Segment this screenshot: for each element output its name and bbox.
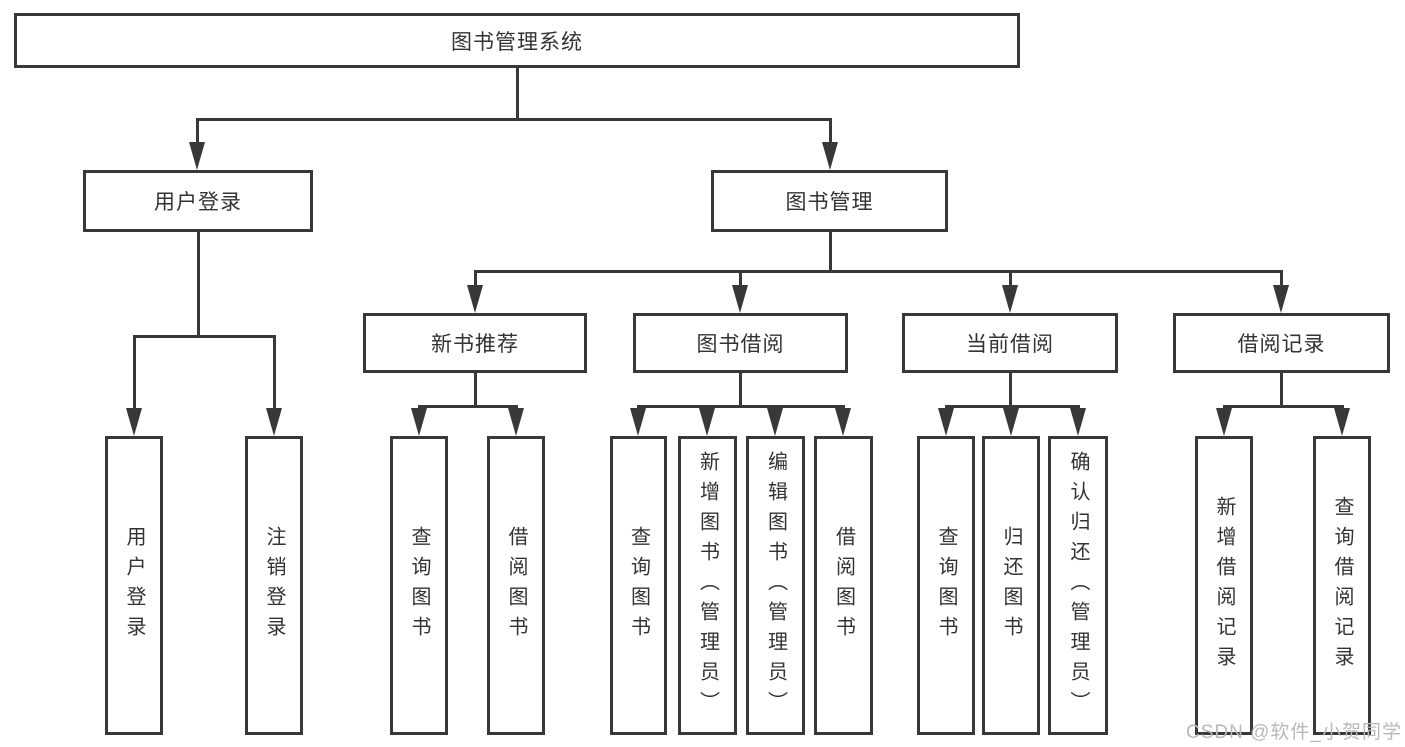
node-label: 图书管理 bbox=[785, 191, 874, 214]
arrow-down-icon bbox=[266, 408, 282, 436]
node-library-management-system: 图书管理系统 bbox=[14, 13, 1020, 68]
connector-line bbox=[195, 118, 832, 121]
leaf-borrow-books: 借阅图书 bbox=[814, 436, 873, 735]
leaf-query-books-current: 查询图书 bbox=[917, 436, 975, 735]
leaf-query-books-borrowing: 查询图书 bbox=[610, 436, 667, 735]
node-label: 图书管理系统 bbox=[451, 30, 583, 54]
connector-line bbox=[195, 121, 199, 149]
leaf-query-books-recommend: 查询图书 bbox=[390, 436, 448, 735]
connector-line bbox=[944, 405, 1080, 408]
connector-line bbox=[272, 338, 276, 412]
node-borrowing-records: 借阅记录 bbox=[1173, 313, 1390, 373]
connector-line bbox=[132, 338, 136, 412]
node-book-management: 图书管理 bbox=[711, 170, 948, 232]
connector-line bbox=[417, 405, 518, 408]
arrow-down-icon bbox=[938, 408, 954, 436]
connector-line bbox=[828, 121, 832, 149]
arrow-down-icon bbox=[699, 408, 715, 436]
leaf-return-books: 归还图书 bbox=[982, 436, 1040, 735]
node-new-book-recommend: 新书推荐 bbox=[363, 313, 587, 373]
leaf-logout: 注销登录 bbox=[245, 436, 303, 735]
connector-line bbox=[1279, 273, 1283, 287]
arrow-down-icon bbox=[1002, 285, 1018, 313]
connector-line bbox=[1279, 373, 1283, 408]
leaf-label: 查询借阅记录 bbox=[1331, 495, 1353, 676]
arrow-down-icon bbox=[411, 408, 427, 436]
connector-line bbox=[473, 373, 477, 408]
arrow-down-icon bbox=[508, 408, 524, 436]
connector-line bbox=[473, 270, 1283, 273]
leaf-borrow-books-recommend: 借阅图书 bbox=[487, 436, 545, 735]
arrow-down-icon bbox=[630, 408, 646, 436]
connector-line bbox=[738, 273, 742, 287]
node-label: 图书借阅 bbox=[696, 333, 785, 356]
leaf-label: 查询图书 bbox=[627, 525, 650, 646]
arrow-down-icon bbox=[822, 142, 838, 170]
arrow-down-icon bbox=[732, 285, 748, 313]
connector-line bbox=[132, 335, 276, 338]
connector-line bbox=[637, 405, 845, 408]
node-label: 借阅记录 bbox=[1237, 333, 1326, 356]
connector-line bbox=[738, 373, 742, 408]
leaf-add-borrow-record: 新增借阅记录 bbox=[1195, 436, 1253, 735]
leaf-label: 新增借阅记录 bbox=[1213, 495, 1235, 676]
node-label: 新书推荐 bbox=[431, 333, 519, 356]
csdn-watermark: CSDN @软件_小贺同学 bbox=[1186, 722, 1402, 743]
leaf-label: 编辑图书（管理员） bbox=[764, 450, 787, 721]
leaf-label: 查询图书 bbox=[935, 525, 957, 646]
arrow-down-icon bbox=[1003, 408, 1019, 436]
leaf-edit-books-admin: 编辑图书（管理员） bbox=[746, 436, 805, 735]
arrow-down-icon bbox=[1070, 408, 1086, 436]
connector-line bbox=[1008, 273, 1012, 287]
arrow-down-icon bbox=[767, 408, 783, 436]
node-label: 用户登录 bbox=[154, 191, 242, 214]
connector-line bbox=[473, 273, 477, 287]
leaf-label: 确认归还（管理员） bbox=[1067, 450, 1089, 721]
leaf-label: 归还图书 bbox=[1000, 525, 1022, 646]
node-current-borrowing: 当前借阅 bbox=[902, 313, 1118, 373]
leaf-label: 借阅图书 bbox=[832, 525, 855, 646]
leaf-query-borrow-record: 查询借阅记录 bbox=[1313, 436, 1371, 735]
connector-line bbox=[1222, 405, 1344, 408]
arrow-down-icon bbox=[835, 408, 851, 436]
leaf-add-books-admin: 新增图书（管理员） bbox=[678, 436, 737, 735]
leaf-label: 新增图书（管理员） bbox=[696, 450, 719, 721]
leaf-label: 用户登录 bbox=[123, 525, 145, 646]
connector-line bbox=[828, 232, 832, 273]
arrow-down-icon bbox=[1273, 285, 1289, 313]
connector-line bbox=[1008, 373, 1012, 408]
arrow-down-icon bbox=[1216, 408, 1232, 436]
arrow-down-icon bbox=[1334, 408, 1350, 436]
leaf-label: 查询图书 bbox=[408, 525, 430, 646]
leaf-confirm-return-admin: 确认归还（管理员） bbox=[1048, 436, 1108, 735]
connector-line bbox=[515, 68, 519, 121]
arrow-down-icon bbox=[126, 408, 142, 436]
node-label: 当前借阅 bbox=[966, 333, 1054, 356]
node-user-login: 用户登录 bbox=[83, 170, 313, 232]
leaf-label: 注销登录 bbox=[263, 525, 285, 646]
connector-line bbox=[196, 232, 200, 338]
arrow-down-icon bbox=[467, 285, 483, 313]
arrow-down-icon bbox=[189, 142, 205, 170]
leaf-label: 借阅图书 bbox=[505, 525, 527, 646]
node-book-borrowing: 图书借阅 bbox=[633, 313, 848, 373]
leaf-user-login: 用户登录 bbox=[105, 436, 163, 735]
